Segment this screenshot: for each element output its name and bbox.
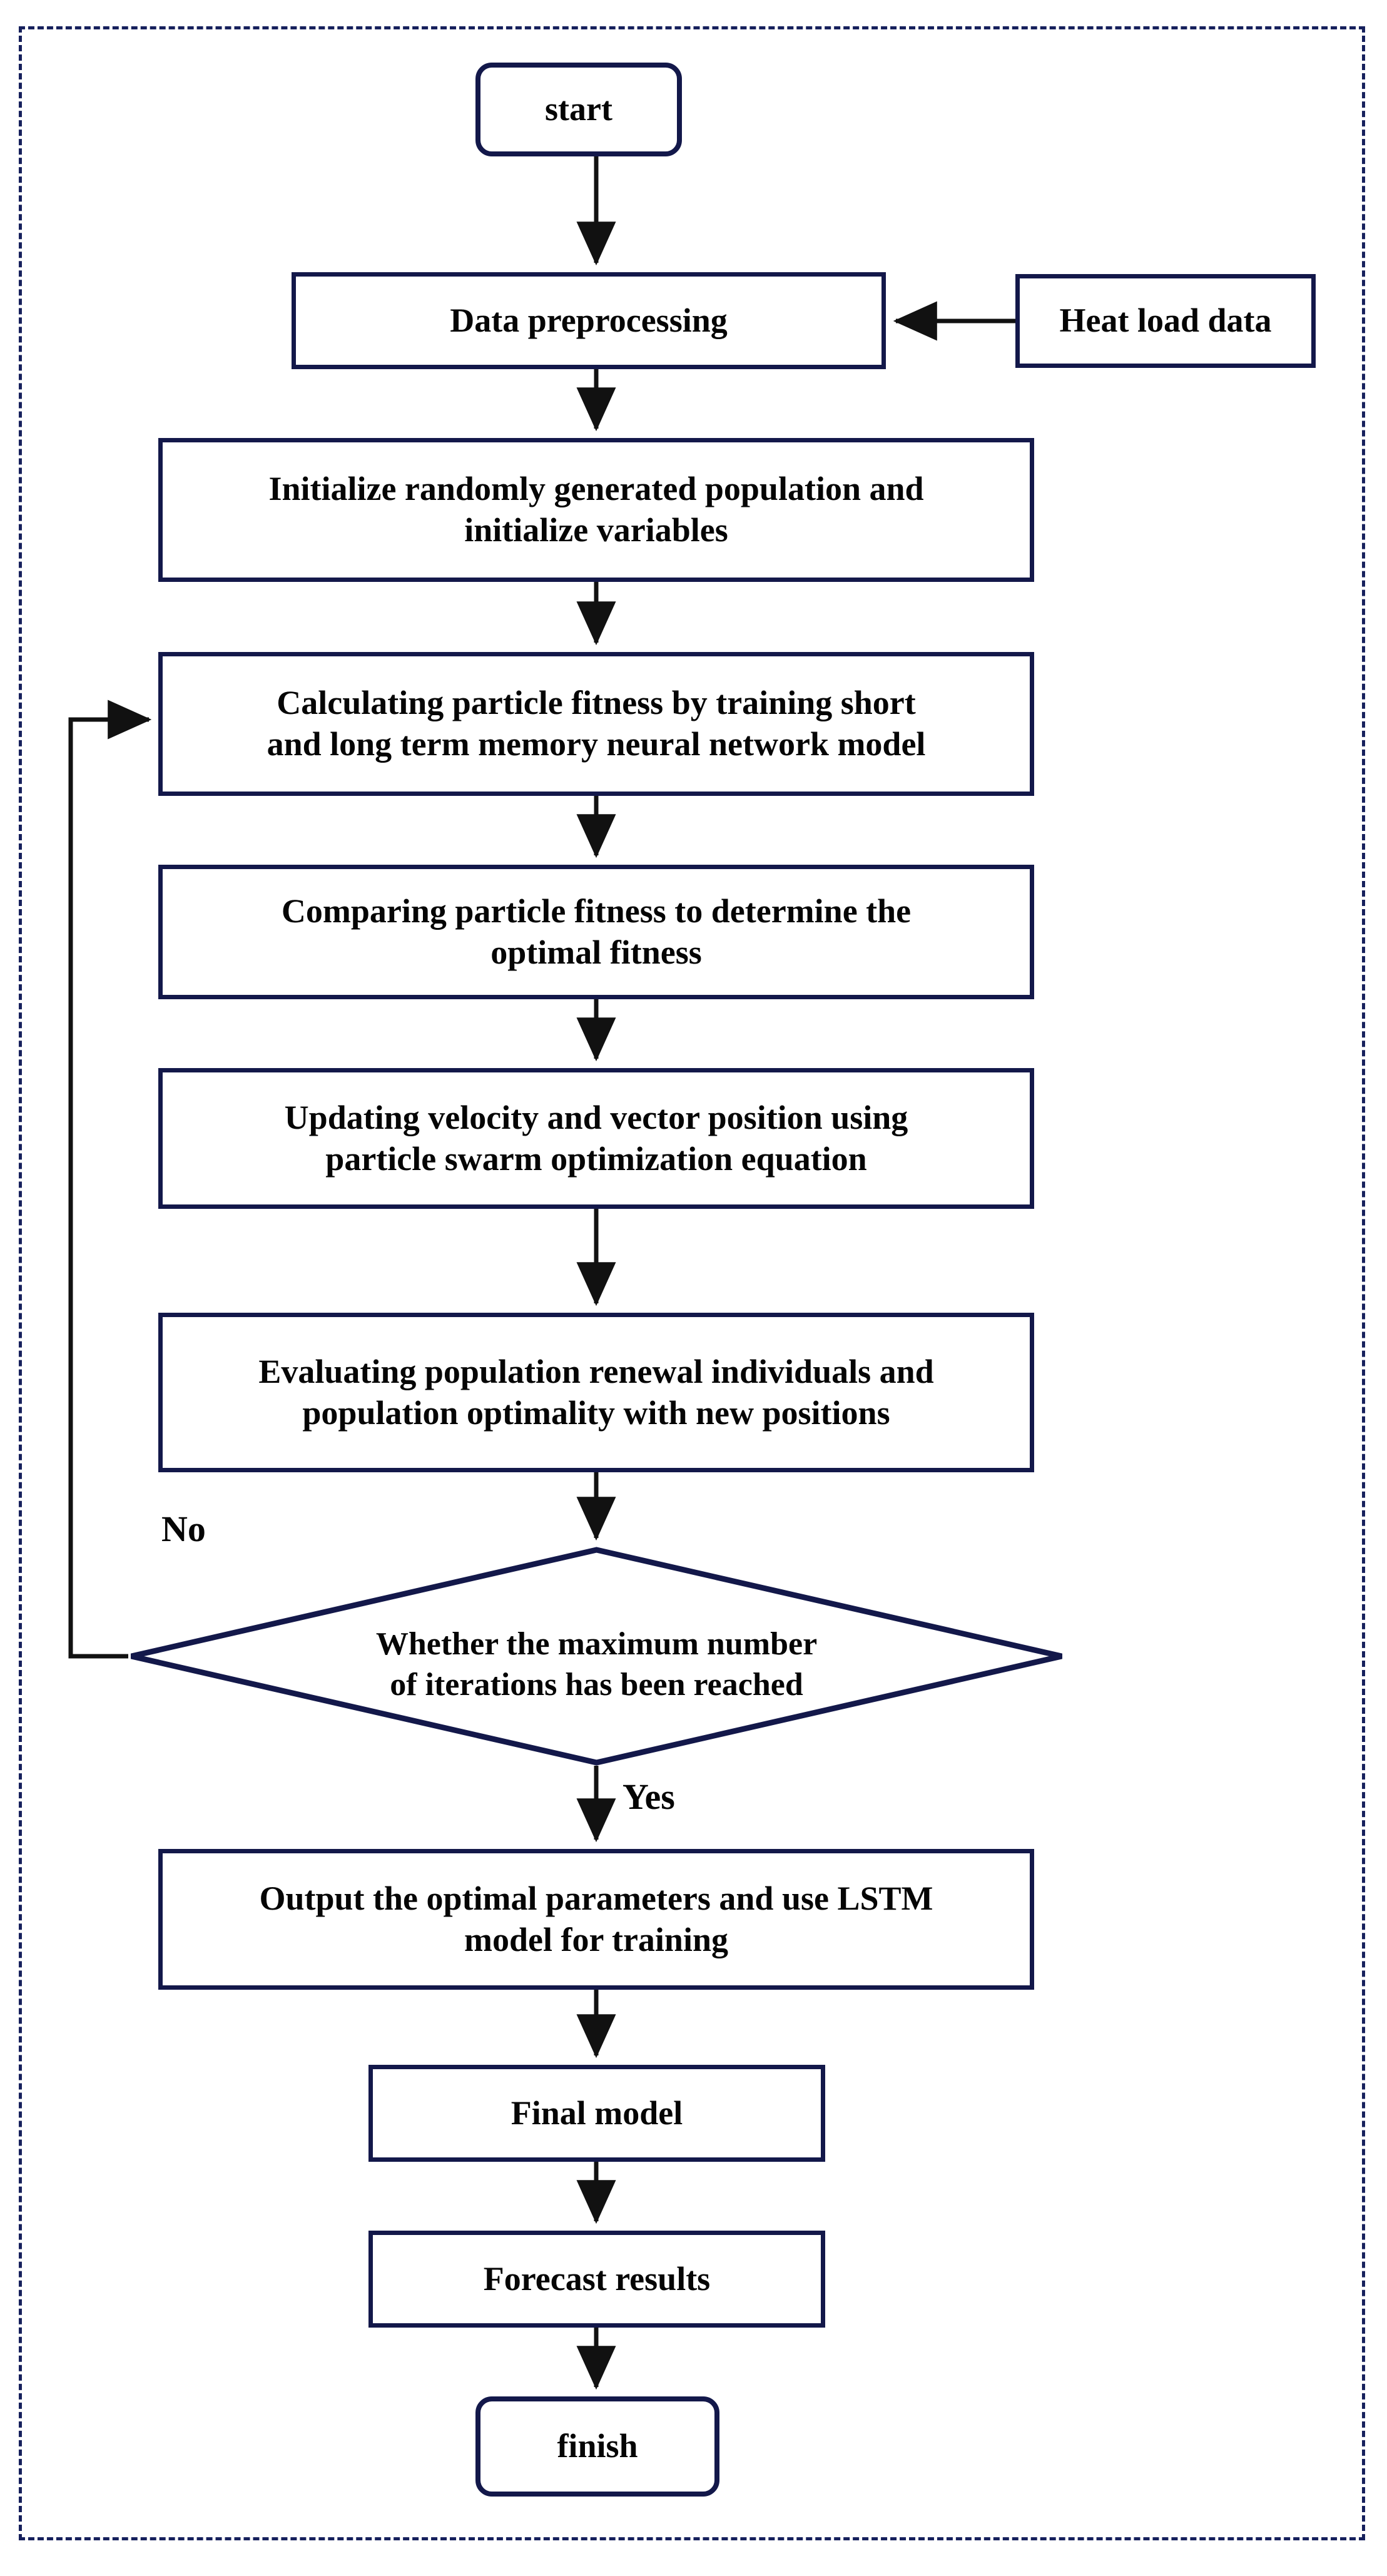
node-max-iterations-decision-label: Whether the maximum number of iterations… xyxy=(375,1626,818,1703)
node-update-velocity-label: Updating velocity and vector position us… xyxy=(284,1098,908,1178)
node-output-optimal-parameters-label: Output the optimal parameters and use LS… xyxy=(259,1879,933,1958)
node-final-model[interactable]: Final model xyxy=(368,2065,825,2162)
edge-decision-no-feedback xyxy=(68,700,152,1659)
node-evaluate-population[interactable]: Evaluating population renewal individual… xyxy=(158,1313,1034,1472)
node-forecast-results-label: Forecast results xyxy=(483,2259,711,2298)
node-start-label: start xyxy=(545,90,612,128)
node-calculate-fitness[interactable]: Calculating particle fitness by training… xyxy=(158,652,1034,796)
node-start[interactable]: start xyxy=(475,63,682,156)
node-calculate-fitness-label: Calculating particle fitness by training… xyxy=(267,684,926,763)
node-data-preprocessing-label: Data preprocessing xyxy=(450,301,728,339)
node-evaluate-population-label: Evaluating population renewal individual… xyxy=(258,1352,934,1432)
node-compare-fitness-label: Comparing particle fitness to determine … xyxy=(281,892,912,971)
dashed-frame-border xyxy=(19,26,1365,2540)
node-output-optimal-parameters[interactable]: Output the optimal parameters and use LS… xyxy=(158,1849,1034,1990)
node-forecast-results[interactable]: Forecast results xyxy=(368,2231,825,2328)
node-heat-load-data-label: Heat load data xyxy=(1059,302,1272,340)
edge-label-yes: Yes xyxy=(622,1776,675,1817)
node-finish[interactable]: finish xyxy=(475,2396,719,2497)
node-initialize-population-label: Initialize randomly generated population… xyxy=(268,470,924,549)
node-initialize-population[interactable]: Initialize randomly generated population… xyxy=(158,438,1034,582)
node-finish-label: finish xyxy=(557,2427,638,2465)
node-data-preprocessing[interactable]: Data preprocessing xyxy=(292,272,886,369)
decision-diamond-shape xyxy=(130,1547,1063,1766)
node-max-iterations-decision[interactable]: Whether the maximum number of iterations… xyxy=(128,1547,1065,1766)
node-final-model-label: Final model xyxy=(511,2094,683,2132)
edge-label-no: No xyxy=(161,1509,206,1549)
node-compare-fitness[interactable]: Comparing particle fitness to determine … xyxy=(158,865,1034,999)
node-heat-load-data[interactable]: Heat load data xyxy=(1015,274,1316,368)
node-update-velocity[interactable]: Updating velocity and vector position us… xyxy=(158,1068,1034,1209)
